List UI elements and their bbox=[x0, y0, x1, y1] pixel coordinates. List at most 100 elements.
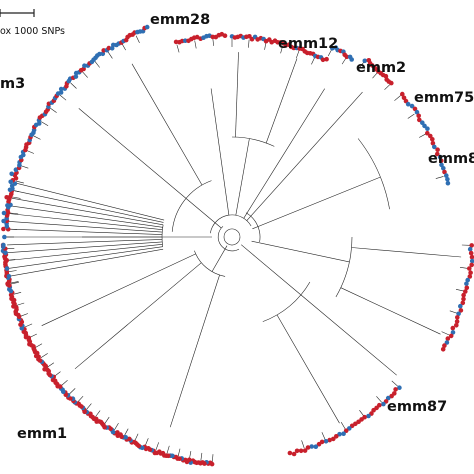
emm28-tip bbox=[176, 44, 180, 53]
emm89-tip bbox=[428, 154, 437, 158]
leaf-dot-blue bbox=[445, 180, 451, 186]
emm1-tip bbox=[16, 302, 25, 306]
emm1-stem bbox=[211, 245, 228, 272]
leaf-dot-blue bbox=[36, 121, 42, 126]
leaf-dot-blue bbox=[385, 395, 391, 401]
leaf-dot-blue bbox=[3, 250, 8, 256]
leaf-dot-red bbox=[440, 347, 446, 352]
emm12-tip bbox=[311, 56, 316, 65]
emm1-tip bbox=[212, 454, 214, 463]
leaf-dot-blue bbox=[405, 101, 411, 107]
leaf-dot-blue bbox=[456, 311, 461, 317]
emm28-stem bbox=[210, 88, 230, 216]
left-leaf-branch bbox=[10, 248, 164, 277]
emm1-tip bbox=[20, 313, 29, 317]
emm12-tip bbox=[296, 50, 300, 59]
left-node-arc bbox=[161, 224, 164, 247]
leaf-dot-blue bbox=[8, 179, 13, 185]
leaf-dot-red bbox=[430, 141, 436, 146]
emm1-tip bbox=[144, 438, 149, 446]
leaf-dot-blue bbox=[439, 162, 444, 168]
leaf-dot-red bbox=[343, 428, 349, 434]
left-leaf-branch bbox=[13, 182, 165, 221]
leaf-dot-blue bbox=[425, 126, 430, 131]
leaf-dot-red bbox=[463, 289, 468, 294]
emm1-tip bbox=[8, 270, 17, 272]
emm1-tip bbox=[69, 388, 76, 395]
leaf-dot-red bbox=[324, 56, 329, 62]
leaf-dot-blue bbox=[97, 51, 102, 57]
leaf-dot-blue bbox=[183, 38, 188, 43]
leaf-dot-red bbox=[416, 113, 422, 119]
leaf-dot-red bbox=[454, 323, 459, 328]
leaf-dot-red bbox=[461, 296, 466, 302]
clade-label-emm89: emm8 bbox=[428, 151, 474, 167]
root-arc-inner bbox=[217, 226, 240, 252]
emm87-stem bbox=[241, 244, 302, 296]
leaf-dot-red bbox=[435, 151, 440, 157]
root-arc-upper bbox=[210, 214, 252, 234]
emm1-tip bbox=[104, 416, 110, 424]
clade-label-emm75: emm75 bbox=[414, 90, 474, 106]
emm89-node-arc bbox=[357, 138, 390, 210]
leaf-dot-blue bbox=[467, 246, 473, 252]
leaf-dot-red bbox=[4, 195, 9, 200]
emm12-tip bbox=[280, 45, 283, 54]
leaf-dot-red bbox=[4, 258, 9, 264]
left-tip bbox=[10, 282, 19, 285]
emm3-tip bbox=[94, 61, 100, 68]
leaf-dot-red bbox=[371, 407, 376, 413]
emm3-tip bbox=[33, 135, 41, 140]
leaf-dot-red bbox=[389, 80, 394, 86]
leaf-dot-red bbox=[439, 158, 444, 164]
scale-bar: ox 1000 SNPs bbox=[0, 9, 65, 37]
emm3-tip bbox=[12, 196, 21, 199]
leaf-dot-red bbox=[331, 436, 336, 442]
leaf-dot-red bbox=[320, 57, 326, 63]
emm1-tip bbox=[124, 428, 129, 436]
leaf-dot-blue bbox=[397, 385, 402, 391]
leaf-dot-blue bbox=[437, 154, 443, 160]
leaf-dot-red bbox=[450, 325, 456, 331]
leaf-dot-red bbox=[458, 308, 464, 313]
leaf-dot-blue bbox=[458, 303, 463, 309]
leaf-dot-red bbox=[454, 319, 460, 324]
emm75-stem bbox=[246, 91, 363, 221]
leaf-dot-blue bbox=[313, 444, 319, 450]
leaf-dot-blue bbox=[445, 177, 450, 182]
leaf-dot-red bbox=[468, 250, 474, 256]
scale-bar-label: ox 1000 SNPs bbox=[0, 26, 65, 37]
emm3-tip bbox=[59, 94, 67, 101]
clade-label-emm3: m3 bbox=[0, 76, 25, 92]
leaf-dot-red bbox=[400, 91, 405, 97]
leaf-dot-red bbox=[445, 336, 451, 341]
leaf-dot-red bbox=[389, 393, 394, 399]
leaf-dot-red bbox=[305, 445, 311, 450]
leaf-dot-red bbox=[5, 282, 11, 287]
leaf-dot-red bbox=[467, 266, 472, 271]
left-leaf-branch bbox=[7, 239, 163, 246]
emm89-tip bbox=[394, 95, 401, 101]
emm87-branch bbox=[300, 294, 397, 376]
leaf-dot-red bbox=[334, 434, 339, 439]
leaf-dot-blue bbox=[9, 171, 14, 177]
leaf-dot-blue bbox=[5, 203, 10, 208]
emm1-tip bbox=[61, 379, 68, 386]
emm87-tip bbox=[321, 432, 326, 440]
leaf-dot-red bbox=[469, 254, 474, 260]
leaf-dot-red bbox=[327, 437, 332, 443]
emm3-stem bbox=[185, 198, 222, 229]
leaf-dot-blue bbox=[58, 90, 64, 95]
right-branch bbox=[351, 247, 462, 258]
emm28-tip bbox=[212, 37, 214, 46]
leaf-dot-blue bbox=[73, 74, 79, 79]
leaf-dot-blue bbox=[465, 277, 471, 283]
leaf-dot-red bbox=[291, 451, 297, 457]
emm75-tip bbox=[384, 83, 391, 90]
emm1-tip bbox=[95, 410, 101, 418]
leaf-dot-blue bbox=[444, 340, 450, 345]
leaf-dot-blue bbox=[432, 144, 437, 150]
leaf-dot-blue bbox=[7, 187, 13, 193]
leaf-dot-red bbox=[316, 441, 322, 447]
